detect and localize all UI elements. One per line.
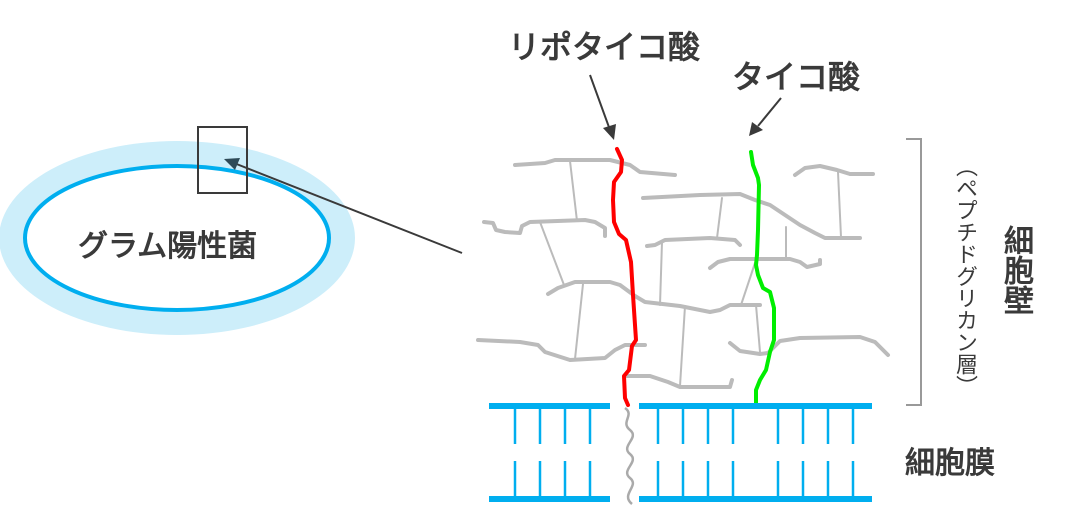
gram-positive-bacterium xyxy=(0,141,355,335)
cell-membrane-outline xyxy=(23,164,331,312)
peptidoglycan-layer-label: （ペプチドグリカン層） xyxy=(952,155,977,397)
cell-membrane-label: 細胞膜 xyxy=(905,446,995,481)
lipoteichoic-acid-label: リポタイコ酸 xyxy=(508,28,701,66)
lipoteichoic-acid-strand xyxy=(611,147,638,407)
cell-wall-label: 細胞壁 xyxy=(998,225,1033,315)
cell-membrane-bilayer xyxy=(489,403,872,502)
zoom-region-box xyxy=(197,126,248,194)
peptidoglycan-mesh xyxy=(476,158,890,389)
teichoic-acid-strand xyxy=(749,150,776,407)
teichoic-acid-label: タイコ酸 xyxy=(732,58,861,96)
bacterium-label: グラム陽性菌 xyxy=(78,229,258,264)
cell-wall-bracket xyxy=(906,138,922,406)
teichoic-acid-arrow xyxy=(749,97,782,136)
lipoteichoic-acid-arrow xyxy=(589,74,616,140)
zoom-arrow xyxy=(224,158,463,254)
lipid-anchor-tail xyxy=(624,406,635,505)
